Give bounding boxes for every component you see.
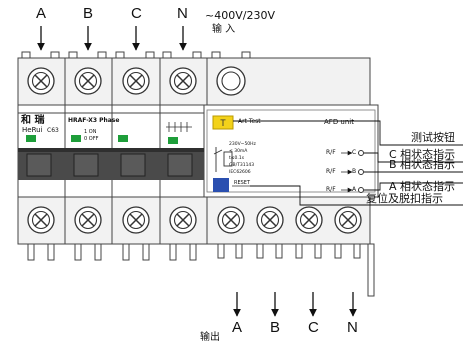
input-label: 输 入 [212,24,236,35]
indicator-phase-c: C [352,149,357,156]
handle-a[interactable] [26,153,52,177]
output-label-a: A [232,319,243,336]
indicator-c [358,150,364,156]
reset-button[interactable] [213,178,229,192]
bottom-screw-a [27,206,55,234]
indicator-phase-a: A [352,186,357,193]
din-clips-top [21,51,251,59]
brand-cn: 和 瑞 [21,115,45,126]
test-button[interactable] [212,115,234,130]
bottom-screw-out-c [295,206,323,234]
handle-b[interactable] [73,153,99,177]
input-label-c: C [131,5,142,22]
bottom-screw-c [122,206,150,234]
indicator-label-a: R/F [326,186,336,193]
handle-n[interactable] [167,153,193,177]
annotation-test-button: 测试按钮 [411,131,455,144]
leader-reset [250,185,463,206]
pole-schematic-mark [166,122,192,132]
leader-test-button [233,120,463,146]
on-label: 1 ON [84,129,97,135]
input-label-a: A [36,5,47,22]
annotation-c-phase: C 相状态指示 [389,148,456,161]
top-screw-n [169,67,197,95]
afd-test-label: Art Test [238,118,261,125]
afd-spec-3: GB/T31143 [229,163,255,168]
off-label: 0 OFF [84,136,99,142]
output-label-n: N [347,319,358,336]
input-label-n: N [177,5,188,22]
bottom-screw-b [74,206,102,234]
handle-c[interactable] [120,153,146,177]
bottom-screw-n [169,206,197,234]
model-label: HRAF-X3 Phase [68,117,120,124]
bottom-screw-out-b [256,206,284,234]
annotation-b-phase: B 相状态指示 [389,158,456,171]
output-label-c: C [308,319,319,336]
afd-spec-4: IEC62606 [229,170,251,175]
leader-c-phase [364,152,463,163]
top-blank-terminal [216,66,246,96]
din-clips-bottom [27,243,375,297]
afd-spec-0: 230V~50Hz [229,142,256,147]
test-button-glyph: T [220,118,226,128]
top-screw-c [122,67,150,95]
brand-en: HeRui [22,126,43,134]
indicator-label-c: R/F [326,149,336,156]
indicator-a [358,187,364,193]
afd-spec-2: t≤0.1s [229,156,245,161]
top-screw-a [27,67,55,95]
indicator-label-b: R/F [326,168,336,175]
annotation-a-phase: A 相状态指示 [389,180,456,193]
bottom-screw-out-n [334,206,362,234]
input-label-b: B [83,5,94,22]
afd-schematic-symbol [213,147,233,172]
annotation-reset: 复位及脱扣指示 [366,192,443,205]
status-window-c [118,135,128,142]
status-window-a [26,135,36,142]
indicator-b [358,169,364,175]
status-window-n [168,137,178,144]
afd-unit-label: AFD unit [324,118,354,126]
indicator-phase-b: B [352,168,357,175]
status-window-b [71,135,81,142]
top-screw-b [74,67,102,95]
rating: C63 [47,127,59,134]
output-label-b: B [270,319,281,336]
leader-a-phase [364,182,463,191]
input-voltage: ~400V/230V [205,9,275,22]
afd-spec-1: ≤ 30mA [229,149,248,154]
bottom-screw-out-a [217,206,245,234]
output-label: 输出 [200,332,220,343]
reset-label: RESET [234,180,251,186]
